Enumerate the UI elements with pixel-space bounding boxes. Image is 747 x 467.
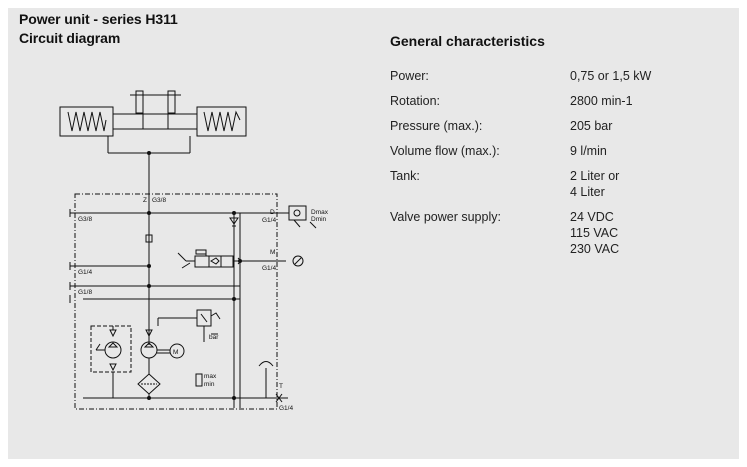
port-m-size: G1/4: [262, 265, 276, 272]
level-min-label: min: [204, 381, 215, 388]
port-t-label: T: [279, 383, 283, 390]
port-d-label: D: [270, 209, 275, 216]
title-block: Power unit - series H311 Circuit diagram: [19, 10, 178, 48]
spec-value: 24 VDC 115 VAC 230 VAC: [570, 209, 730, 257]
page-subtitle: Circuit diagram: [19, 30, 121, 46]
switch-min-label: Dmin: [311, 216, 327, 223]
spec-row: Volume flow (max.): 9 l/min: [390, 143, 730, 159]
relief-unit-label: bar: [209, 334, 219, 341]
spec-value-line: 115 VAC: [570, 226, 619, 240]
port-z-size: G3/8: [152, 197, 166, 204]
motor-label: M: [173, 349, 178, 356]
spec-value-line: 2 Liter or: [570, 169, 620, 183]
spec-value-line: 2800 min-1: [570, 94, 633, 108]
level-indicator: [195, 373, 203, 387]
document-panel: Power unit - series H311 Circuit diagram…: [8, 8, 739, 459]
circuit-diagram: Z G3/8 G3/8 G1/4 G1/8 D G1/4 M G1/4 T G1…: [59, 90, 329, 412]
spec-value-line: 24 VDC: [570, 210, 614, 224]
spec-row: Tank: 2 Liter or 4 Liter: [390, 168, 730, 200]
spec-label: Tank:: [390, 169, 420, 183]
left-port-2-size: G1/4: [78, 269, 92, 276]
double-acting-cylinder: [59, 90, 247, 194]
spec-value: 2800 min-1: [570, 93, 730, 109]
spec-row: Pressure (max.): 205 bar: [390, 118, 730, 134]
pump-motor-group: [140, 329, 185, 374]
hand-pump-group: [90, 325, 132, 398]
spec-value-line: 230 VAC: [570, 242, 620, 256]
left-port-3-size: G1/8: [78, 289, 92, 296]
spec-value: 2 Liter or 4 Liter: [570, 168, 730, 200]
spec-value-line: 0,75 or 1,5 kW: [570, 69, 652, 83]
spec-value-line: 9 l/min: [570, 144, 607, 158]
characteristics-title: General characteristics: [390, 33, 545, 49]
level-max-label: max: [204, 373, 217, 380]
spec-value: 205 bar: [570, 118, 730, 134]
port-z-label: Z: [143, 197, 147, 204]
spec-label: Power:: [390, 69, 429, 83]
manometer-gauge: [292, 255, 304, 267]
spec-value-line: 205 bar: [570, 119, 613, 133]
spec-label: Valve power supply:: [390, 210, 501, 224]
spec-value-line: 4 Liter: [570, 185, 605, 199]
spec-label: Rotation:: [390, 94, 441, 108]
spec-value: 9 l/min: [570, 143, 730, 159]
spec-row: Valve power supply: 24 VDC 115 VAC 230 VAC: [390, 209, 730, 257]
switch-max-label: Dmax: [311, 209, 329, 216]
pressure-relief-valve: [157, 309, 221, 342]
page-title: Power unit - series H311: [19, 11, 178, 27]
pressure-switch: [284, 205, 317, 229]
spec-value: 0,75 or 1,5 kW: [570, 68, 730, 84]
spec-row: Power: 0,75 or 1,5 kW: [390, 68, 730, 84]
spec-label: Pressure (max.):: [390, 119, 483, 133]
power-unit-boundary: [74, 193, 278, 410]
port-d-size: G1/4: [262, 217, 276, 224]
port-t-size: G1/4: [279, 405, 293, 412]
left-port-1-size: G3/8: [78, 216, 92, 223]
solenoid-valve: [177, 249, 286, 269]
port-m-label: M: [270, 249, 275, 256]
spec-label: Volume flow (max.):: [390, 144, 500, 158]
spec-row: Rotation: 2800 min-1: [390, 93, 730, 109]
